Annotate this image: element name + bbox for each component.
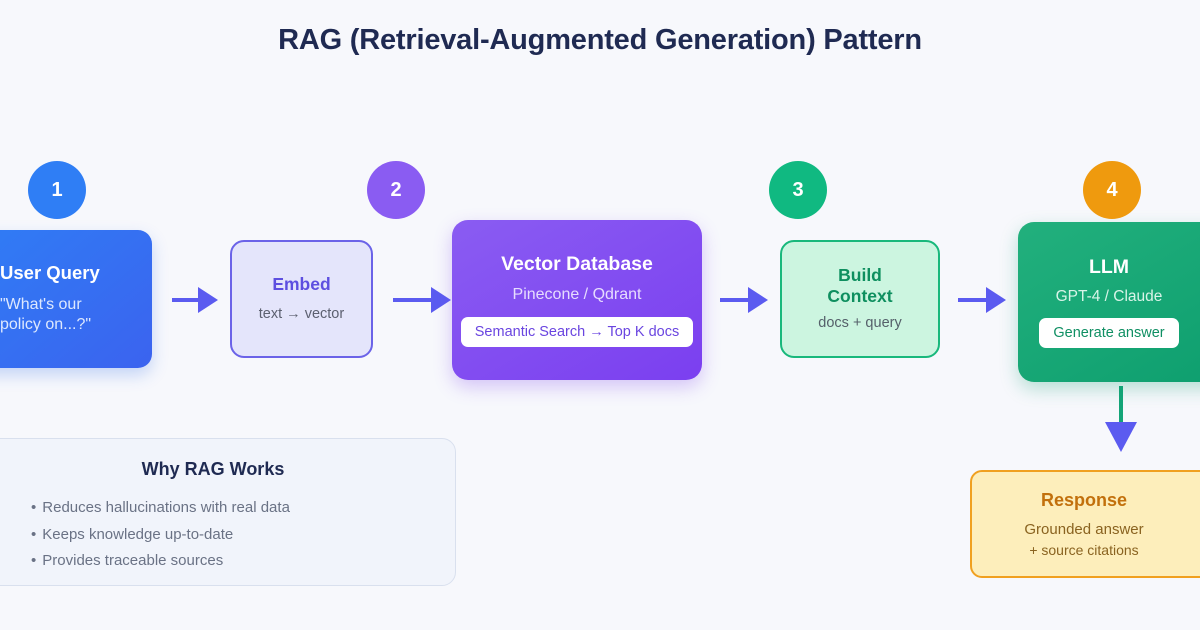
node-build-context-title-line-2: Context [827, 285, 893, 306]
arrow-shaft [393, 298, 431, 302]
arrow-user-query-to-embed [172, 287, 218, 313]
why-rag-works-panel: Why RAG Works • Reduces hallucinations wi… [0, 438, 456, 586]
node-user-query-subtitle-line-2: policy on...?" [0, 316, 92, 334]
step-badge-3: 3 [769, 161, 827, 219]
node-llm[interactable]: LLM GPT-4 / Claude Generate answer [1018, 222, 1200, 382]
node-response[interactable]: Response Grounded answer + source citati… [970, 470, 1200, 578]
arrow-embed-to-vector-db [393, 287, 451, 313]
node-user-query-title: User Query [0, 261, 100, 283]
node-vector-database[interactable]: Vector Database Pinecone / Qdrant Semant… [452, 220, 702, 380]
node-llm-title: LLM [1088, 255, 1130, 278]
semantic-search-pill[interactable]: Semantic Search → Top K docs [460, 317, 694, 348]
arrow-shaft [172, 298, 198, 302]
node-build-context-subtitle: docs + query [818, 315, 902, 332]
node-response-subtitle-line-2: + source citations [1029, 542, 1139, 559]
list-item: • Provides traceable sources [31, 548, 425, 575]
step-badge-4-label: 4 [1106, 178, 1118, 201]
bullet-icon: • [31, 499, 37, 516]
arrow-vector-db-to-build-context [720, 287, 768, 313]
step-badge-1: 1 [28, 161, 86, 219]
arrow-build-context-to-llm [958, 287, 1006, 313]
node-embed[interactable]: Embed text → vector [230, 240, 373, 358]
node-user-query-subtitle-line-1: "What's our [0, 295, 82, 313]
node-llm-subtitle: GPT-4 / Claude [1055, 287, 1163, 305]
node-build-context[interactable]: Build Context docs + query [780, 240, 940, 358]
step-badge-2: 2 [367, 161, 425, 219]
node-build-context-title-line-1: Build [838, 264, 882, 285]
arrow-head [431, 287, 451, 313]
arrow-shaft [720, 298, 748, 302]
list-item-label: Reduces hallucinations with real data [42, 499, 290, 516]
arrow-head-down [1105, 422, 1137, 452]
node-vector-database-subtitle: Pinecone / Qdrant [512, 285, 642, 303]
bullet-icon: • [31, 525, 37, 543]
node-embed-subtitle: text → vector [258, 305, 345, 322]
arrow-head [198, 287, 218, 313]
arrow-head [748, 287, 768, 313]
list-item: • Reduces hallucinations with real data [31, 495, 425, 522]
node-vector-database-title: Vector Database [501, 252, 653, 275]
list-item: • Keeps knowledge up-to-date [31, 522, 425, 549]
arrow-shaft-vertical [1119, 386, 1123, 422]
page-title: RAG (Retrieval-Augmented Generation) Pat… [278, 24, 922, 56]
node-response-subtitle-line-1: Grounded answer [1024, 520, 1144, 538]
step-badge-2-label: 2 [390, 178, 402, 201]
step-badge-3-label: 3 [792, 178, 804, 201]
generate-answer-pill[interactable]: Generate answer [1039, 318, 1179, 349]
list-item-label: Keeps knowledge up-to-date [42, 525, 234, 543]
node-embed-title: Embed [272, 274, 331, 295]
arrow-llm-to-response [1105, 386, 1137, 452]
node-user-query[interactable]: User Query "What's our policy on...?" [0, 230, 152, 368]
arrow-shaft [958, 298, 986, 302]
node-response-title: Response [1040, 489, 1128, 510]
step-badge-4: 4 [1083, 161, 1141, 219]
arrow-head [986, 287, 1006, 313]
bullet-icon: • [31, 552, 37, 570]
why-rag-works-title: Why RAG Works [141, 459, 285, 479]
step-badge-1-label: 1 [51, 178, 63, 201]
list-item-label: Provides traceable sources [42, 552, 224, 570]
